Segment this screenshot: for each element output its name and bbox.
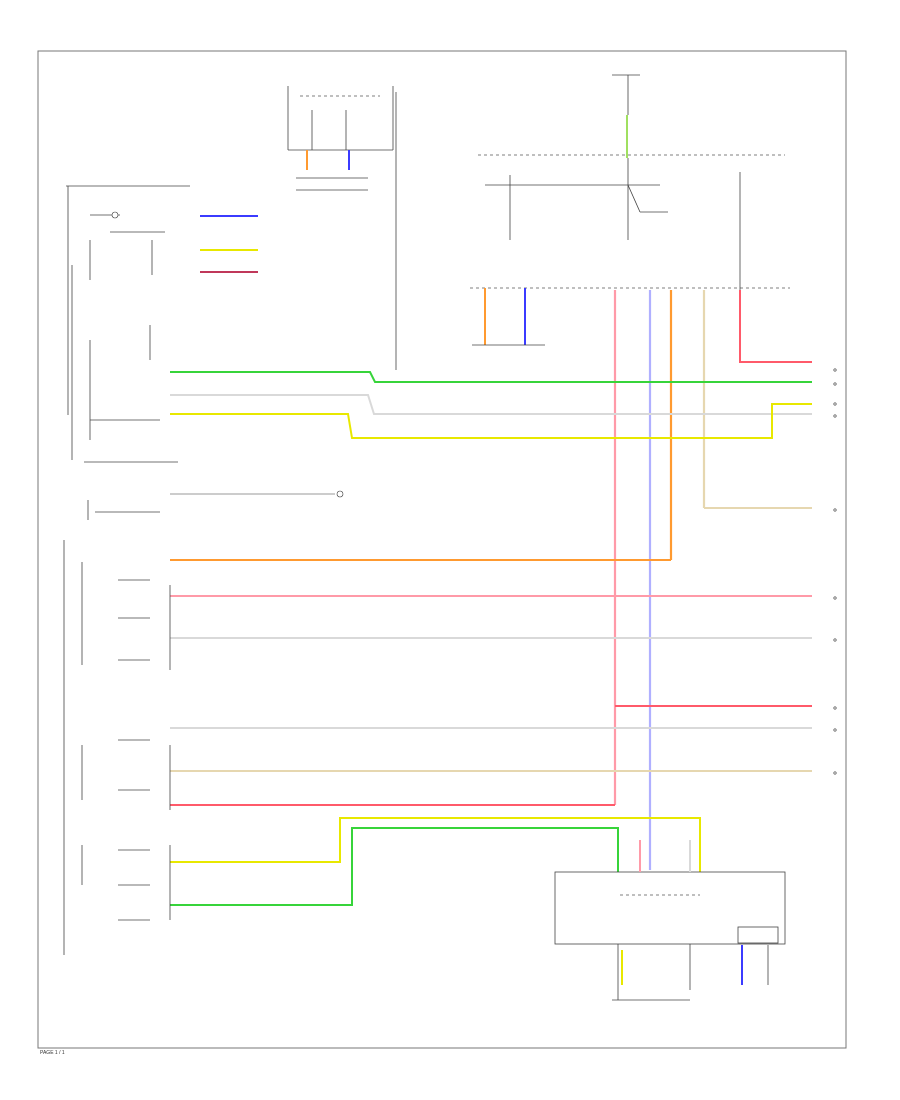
motor-connector-block	[472, 288, 545, 346]
fuse-box-right	[470, 74, 790, 290]
junction-block-top	[287, 86, 397, 370]
diagram-border	[37, 50, 847, 1049]
master-switch-assembly	[63, 185, 344, 955]
page-number: PAGE 1 / 1	[40, 1050, 65, 1056]
window-motor-module	[554, 840, 786, 1001]
vertical-wire-bundle	[613, 290, 812, 870]
right-edge-terminals	[833, 368, 837, 775]
horizontal-wire-runs	[170, 215, 812, 906]
